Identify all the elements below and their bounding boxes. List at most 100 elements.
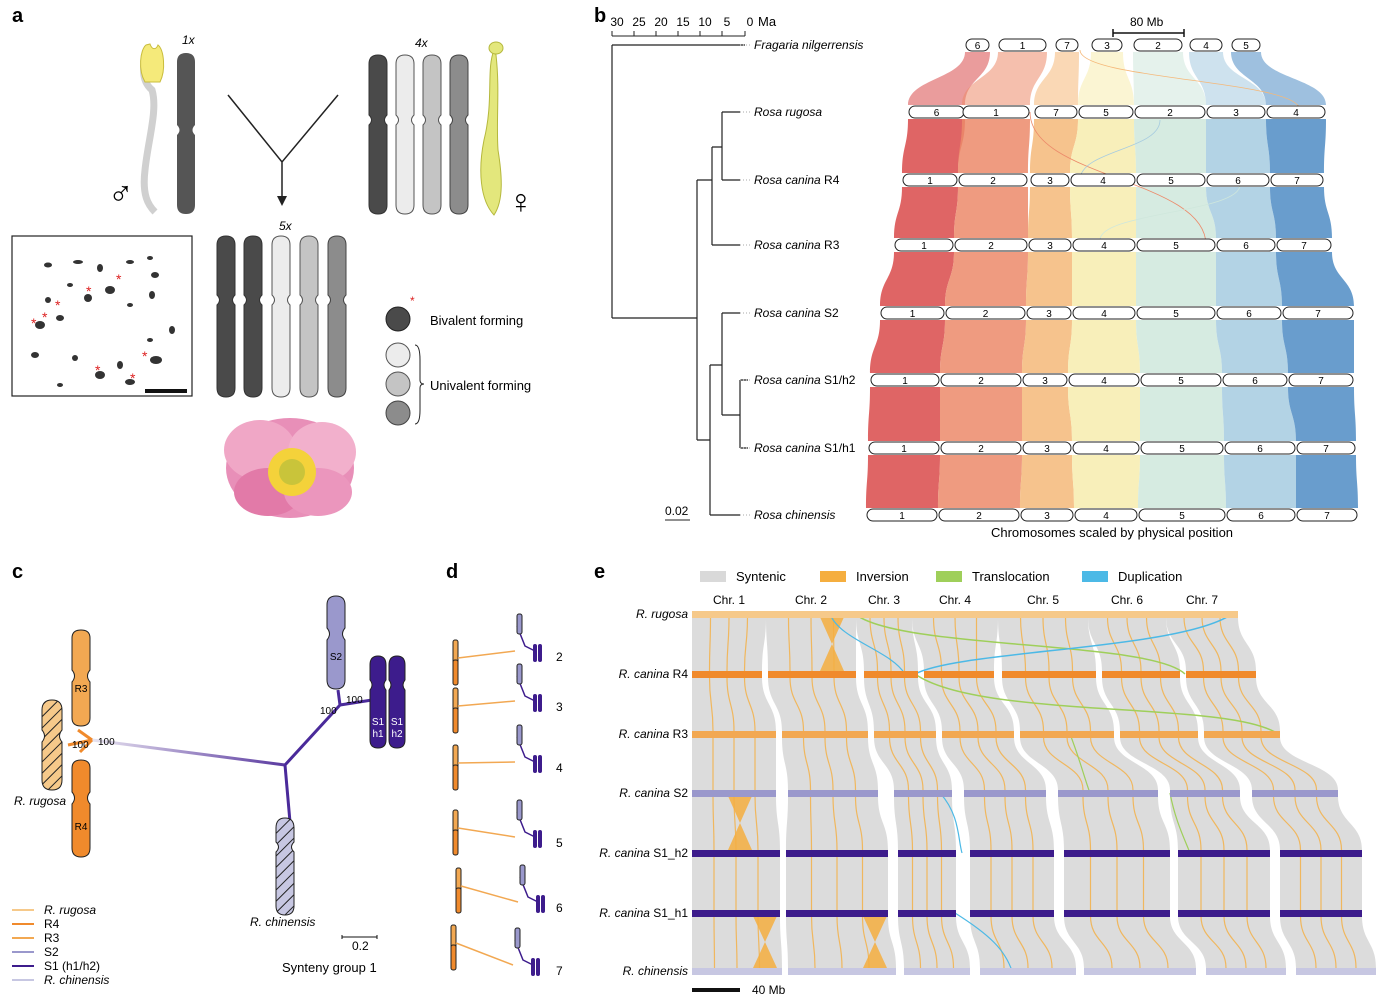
e-syntenic-ribbon [782, 737, 878, 790]
e-chromosome-bar [1252, 790, 1338, 797]
d-chromosome [533, 694, 537, 712]
e-inversion-streak [1315, 795, 1343, 851]
chromosome-number: 4 [1101, 241, 1107, 252]
time-tick-label: 15 [676, 15, 690, 29]
d-branch [457, 650, 516, 659]
d-chromosome [514, 927, 521, 949]
svg-text:S2: S2 [330, 652, 343, 663]
c-chromosome-s1h2: S1 h2 [388, 655, 406, 749]
synteny-ribbon [1026, 252, 1072, 306]
e-inversion-streak [883, 616, 892, 672]
panel-a-label: a [12, 5, 24, 27]
e-inversion-cross [728, 796, 752, 850]
chromosome-pill [965, 38, 990, 52]
synteny-ribbon [1224, 455, 1296, 508]
panel-e-label: e [594, 561, 605, 583]
e-chromosome-bar [692, 910, 780, 917]
svg-text:100: 100 [346, 695, 363, 706]
e-genome-row: R. canina R4 [619, 667, 1256, 681]
e-translocation [1069, 733, 1091, 794]
e-inversion-streak [712, 795, 715, 851]
svg-text:*: * [95, 362, 101, 378]
panel-a: a ♂ 1x 4x ♀ [11, 5, 534, 518]
chromosome-number: 1 [899, 511, 905, 522]
d-branch [457, 761, 516, 764]
chromosome-number: 3 [1233, 108, 1239, 119]
chromosome-number: 7 [1318, 376, 1324, 387]
e-inversion-streak [726, 616, 730, 672]
e-inversion-streak [959, 736, 986, 791]
taxon-label: Rosa canina S1/h2 [754, 373, 856, 387]
synteny-ribbon [1022, 387, 1072, 441]
chromosome-pill [954, 238, 1028, 252]
e-inversion-streak [810, 616, 813, 672]
e-chromosome-bar [904, 968, 970, 975]
e-row-label: R. canina S1_h2 [599, 846, 688, 860]
e-inversion-streak [1106, 616, 1123, 672]
e-inversion-streak [1132, 795, 1145, 851]
e-inversion-streak [1042, 616, 1050, 672]
e-chromosome-bar [1170, 790, 1240, 797]
synteny-ribbon [1136, 320, 1222, 373]
e-genome-row: R. canina S1_h1 [599, 906, 1362, 920]
d-group-label: 2 [556, 650, 563, 664]
d-chromosome [519, 864, 526, 886]
d-chromosome [450, 944, 457, 971]
chromosome-pill [1136, 238, 1216, 252]
e-chromosome-bar [692, 850, 780, 857]
synteny-ribbon [1068, 387, 1140, 441]
e-chromosome-bar [856, 611, 912, 618]
e-inversion-streak [876, 676, 891, 732]
c-chromosome-r4: R4 [71, 759, 91, 858]
mb-scale-label: 80 Mb [1130, 15, 1164, 29]
c-chromosome-s2: S2 [326, 595, 346, 690]
e-inversion-streak [1042, 736, 1084, 791]
legend-univalent-dot-1 [385, 342, 411, 368]
e-inversion-streak [940, 676, 961, 732]
synteny-ribbon [1222, 387, 1296, 441]
e-inversion-streak [890, 676, 906, 732]
e-chromosome-label: Chr. 1 [713, 593, 745, 607]
chromosome-number: 7 [1324, 511, 1330, 522]
e-synteny-ribbons [692, 613, 1376, 972]
e-inversion-streak [845, 736, 857, 791]
d-group-label: 4 [556, 761, 563, 775]
svg-text:*: * [55, 297, 61, 313]
e-inversion-streak [1107, 795, 1118, 851]
e-syntenic-ribbon [1120, 737, 1240, 790]
c-tree-branch-long [91, 738, 286, 767]
chromosome-number: 3 [1044, 444, 1050, 455]
svg-text:*: * [42, 309, 48, 325]
synteny-ribbon [1288, 387, 1356, 441]
chromosome-number: 5 [1243, 41, 1249, 52]
e-inversion-streak [1177, 736, 1224, 791]
e-syntenic-ribbon [1064, 916, 1196, 968]
chromosome-number: 7 [1301, 241, 1307, 252]
d-chromosome [538, 755, 542, 773]
e-inversion-streak [1340, 915, 1357, 969]
c-legend-label: R. rugosa [44, 903, 96, 917]
e-inversion-streak [1032, 915, 1053, 969]
chromosome-pill [940, 373, 1022, 387]
chromosome-pill [1072, 441, 1140, 455]
chromosome-pill [1276, 238, 1332, 252]
e-inversion-streak [1299, 915, 1317, 969]
synteny-ribbon [1282, 320, 1354, 373]
e-inversion-streak [824, 736, 834, 791]
e-chromosome-bar [1120, 731, 1198, 738]
e-duplication [939, 792, 963, 854]
e-inversion-streak [1202, 676, 1224, 732]
chromosome-number: 1 [921, 241, 927, 252]
e-inversion-streak [1158, 736, 1206, 791]
d-branch [455, 942, 514, 966]
svg-text:*: * [130, 370, 136, 386]
e-chromosome-bar [980, 968, 1076, 975]
e-inversion-streak [1082, 795, 1092, 851]
legend-bivalent-dot [385, 306, 411, 332]
chromosome-number: 5 [1179, 511, 1185, 522]
e-chromosome-bar [1084, 968, 1196, 975]
e-inversion-streak [1159, 676, 1180, 732]
